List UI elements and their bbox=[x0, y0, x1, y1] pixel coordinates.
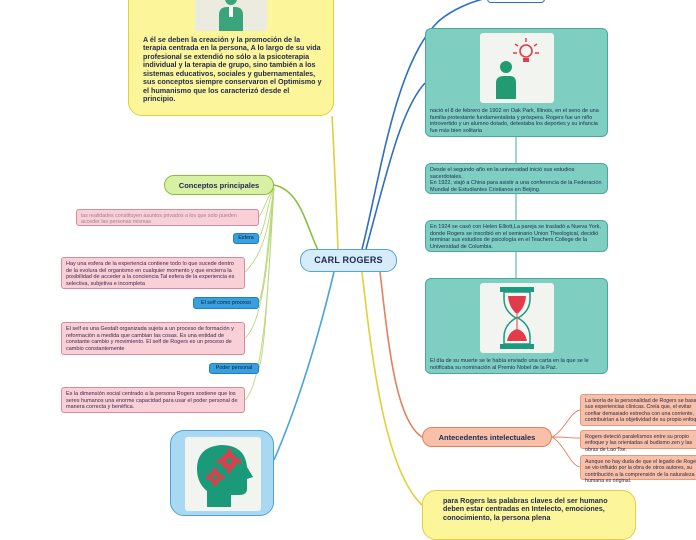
palabras-clave-note[interactable]: para Rogers las palabras claves del ser … bbox=[422, 490, 636, 540]
bio-university-text: Desde el segundo año en la universidad i… bbox=[430, 167, 602, 193]
antecedentes-intelectuales-topic[interactable]: Antecedentes intelectuales bbox=[422, 427, 552, 447]
contribution-text: A él se deben la creación y la promoción… bbox=[143, 35, 322, 104]
link-conceptos bbox=[273, 184, 319, 251]
bio-marriage-box[interactable]: En 1924 se casó con Helen Elliott,La par… bbox=[425, 220, 608, 252]
bio-death-text: El día de su muerte se le había enviado … bbox=[430, 358, 589, 371]
top-cut-node[interactable] bbox=[487, 0, 545, 3]
bio-university-box[interactable]: Desde el segundo año en la universidad i… bbox=[425, 163, 608, 194]
link-yellow-top bbox=[331, 115, 339, 250]
concept-tag-poder[interactable]: Poder personal bbox=[209, 363, 259, 374]
central-topic[interactable]: CARL ROGERS bbox=[300, 249, 397, 272]
person-icon bbox=[195, 0, 267, 31]
concept-note-self[interactable]: El self es una Gestalt organizada sujeta… bbox=[61, 322, 245, 355]
antecedente-note-legado[interactable]: Aunque no hay duda de que el legado de R… bbox=[580, 455, 696, 484]
palabras-clave-text: para Rogers las palabras claves del ser … bbox=[443, 496, 608, 522]
connector-lines bbox=[244, 0, 581, 506]
antecedentes-sub-links bbox=[551, 409, 581, 468]
thinking-person-icon bbox=[480, 33, 554, 103]
brain-image-node[interactable] bbox=[170, 430, 274, 516]
link-brain bbox=[273, 271, 335, 461]
link-yellow-bottom bbox=[361, 271, 423, 506]
conceptos-principales-topic[interactable]: Conceptos principales bbox=[164, 175, 274, 195]
concept-tag-self[interactable]: El self como proceso bbox=[193, 297, 259, 309]
bio-marriage-text: En 1924 se casó con Helen Elliott,La par… bbox=[430, 224, 601, 250]
link-bio bbox=[365, 82, 426, 250]
brain-gears-icon bbox=[185, 437, 261, 511]
bio-birth-box[interactable]: nació el 8 de febrero de 1902 en Oak Par… bbox=[425, 28, 608, 137]
antecedente-note-budismo[interactable]: Rogers detectó paralelismos entre su pro… bbox=[580, 430, 696, 453]
concept-note-poder[interactable]: Es la dimensión social centrado a la per… bbox=[61, 387, 245, 413]
concept-note-esfera[interactable]: Hay una esfera de la experiencia contien… bbox=[61, 257, 245, 289]
link-antecedentes bbox=[379, 271, 423, 438]
concept-note-realidades[interactable]: las realidades constituyen asuntos priva… bbox=[76, 209, 259, 226]
link-top-cut bbox=[361, 0, 483, 250]
rogers-contribution-note[interactable]: A él se deben la creación y la promoción… bbox=[128, 0, 334, 116]
hourglass-icon bbox=[480, 283, 554, 353]
bio-birth-text: nació el 8 de febrero de 1902 en Oak Par… bbox=[430, 108, 599, 134]
bio-death-box[interactable]: El día de su muerte se le había enviado … bbox=[425, 278, 608, 374]
concept-tag-esfera[interactable]: Esfera bbox=[233, 233, 259, 244]
antecedente-note-teoria[interactable]: La teoría de la personalidad de Rogers s… bbox=[580, 394, 696, 426]
